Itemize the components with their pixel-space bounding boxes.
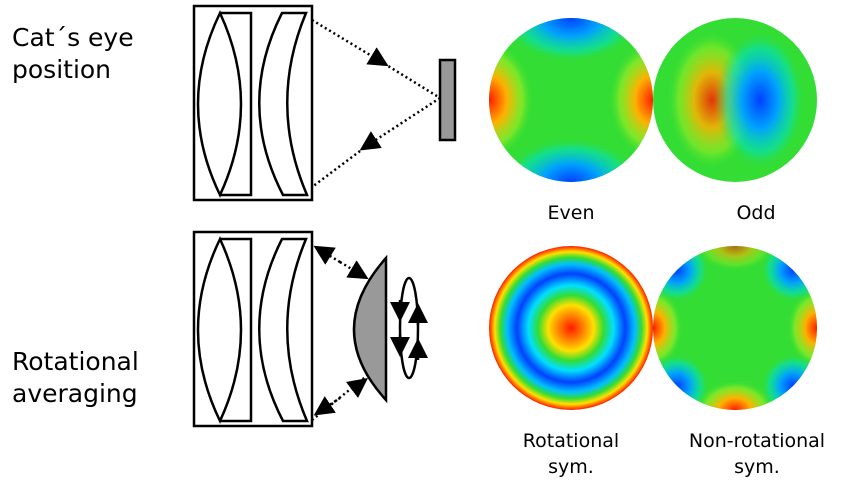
- label-line: Even: [547, 202, 595, 224]
- spherical-reference-lens: [352, 254, 388, 404]
- map-label-even: Even: [471, 200, 671, 226]
- flat-mirror: [438, 58, 457, 142]
- map-label-non-rotational: Non-rotational sym.: [657, 428, 857, 480]
- label-line: sym.: [734, 456, 780, 478]
- lens-assembly-top: [192, 4, 314, 202]
- rotation-arrows-icon: [390, 276, 428, 380]
- map-rotational-sym: [489, 246, 653, 410]
- label-line: sym.: [548, 456, 594, 478]
- title-line: Rotational: [12, 347, 139, 376]
- label-line: Rotational: [522, 430, 620, 452]
- label-line: Non-rotational: [688, 430, 826, 452]
- map-even: [489, 18, 653, 182]
- ray-paths-top: [311, 18, 441, 188]
- title-line: averaging: [12, 379, 138, 408]
- map-label-rotational: Rotational sym.: [471, 428, 671, 480]
- map-non-rotational-sym: [653, 246, 817, 410]
- lens-assembly-bottom: [192, 230, 314, 428]
- label-line: Odd: [736, 202, 776, 224]
- ray-paths-bottom: [311, 245, 371, 421]
- title-line: position: [12, 55, 112, 84]
- map-odd: [653, 18, 817, 182]
- row-title-cats-eye: Cat´s eye position: [12, 22, 134, 86]
- map-label-odd: Odd: [656, 200, 856, 226]
- row-title-rotational-averaging: Rotational averaging: [12, 346, 139, 410]
- title-line: Cat´s eye: [12, 23, 134, 52]
